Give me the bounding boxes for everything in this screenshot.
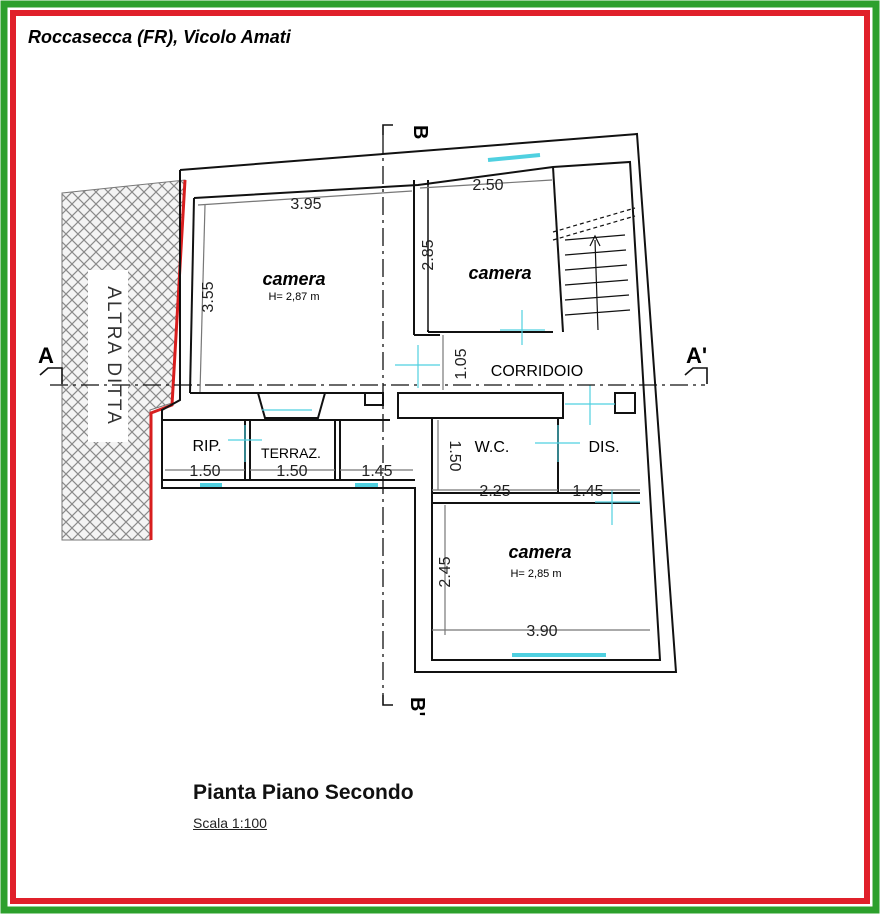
dim-1-50-rip: 1.50 [189,463,220,480]
section-mark-b-bottom: B' [406,697,428,716]
dim-1-50-terraz: 1.50 [276,463,307,480]
dim-2-85: 2.85 [420,239,437,270]
dim-2-25: 2.25 [479,483,510,500]
location-header: Roccasecca (FR), Vicolo Amati [28,27,291,47]
plan-title: Pianta Piano Secondo [193,781,414,804]
dim-2-45: 2.45 [437,556,454,587]
room-camera-left: camera [262,269,325,289]
windows [200,153,606,657]
room-wc: W.C. [475,439,510,456]
room-rip: RIP. [192,438,221,455]
dim-3-55: 3.55 [200,281,217,312]
dim-3-90: 3.90 [526,623,557,640]
light-points [228,310,640,525]
neighbor-label: ALTRA DITTA [103,286,124,426]
section-mark-b-top: B [409,125,431,139]
outer-walls [161,132,678,673]
room-camera-left-height: H= 2,87 m [268,291,319,303]
interior-walls [162,166,640,504]
room-camera-bottom-height: H= 2,85 m [510,568,561,580]
room-camera-top-right: camera [468,263,531,283]
property-boundary-line [149,179,187,540]
section-arrows [39,124,708,706]
dimension-lines [165,179,650,635]
staircase [552,207,636,331]
dim-2-50: 2.50 [472,177,503,194]
neighbor-label-box [88,270,128,442]
section-mark-a-left: A [38,343,54,368]
room-camera-bottom: camera [508,542,571,562]
room-dis: DIS. [588,439,619,456]
room-corridoio: CORRIDOIO [491,363,583,380]
dim-3-95: 3.95 [290,196,321,213]
dim-1-45-passage: 1.45 [361,463,392,480]
dim-1-45-dis: 1.45 [572,483,603,500]
room-terraz: TERRAZ. [261,445,321,461]
section-lines [50,135,705,695]
dim-1-05: 1.05 [453,348,470,379]
plan-scale: Scala 1:100 [193,815,267,831]
section-mark-a-right: A' [686,343,707,368]
inner-frame-border [10,10,870,904]
dim-1-50-wc: 1.50 [446,440,463,471]
